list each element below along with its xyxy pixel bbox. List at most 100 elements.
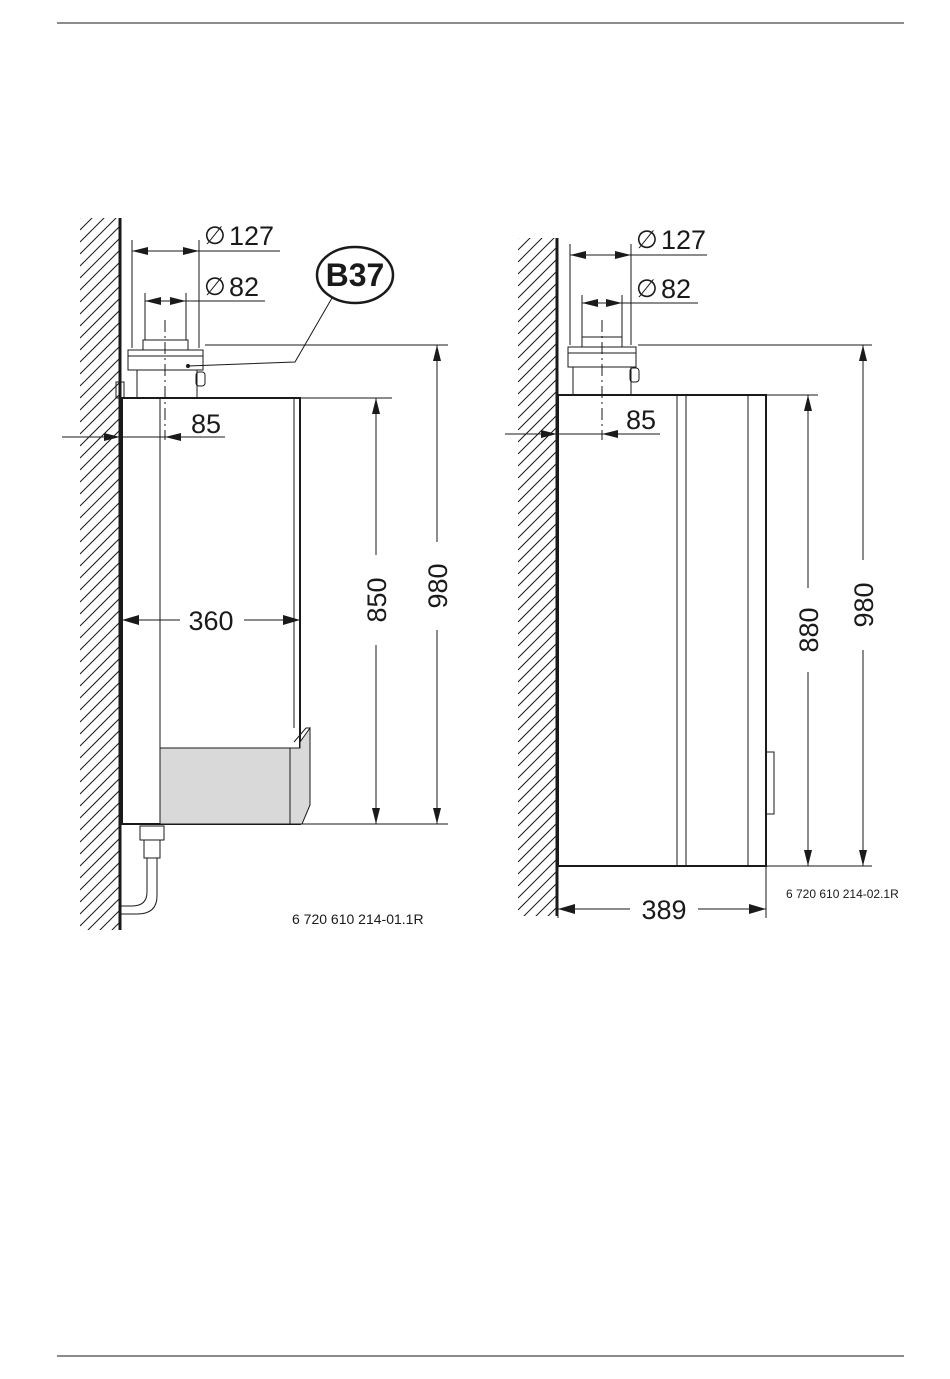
hatch-line xyxy=(518,692,556,730)
right-dia-127-label: 127 xyxy=(661,225,706,255)
hatch-line xyxy=(80,778,120,818)
hatch-line xyxy=(518,200,556,238)
hatch-line xyxy=(518,656,556,694)
hatch-line xyxy=(80,334,120,374)
right-width-389-label: 389 xyxy=(641,895,686,925)
hatch-line xyxy=(80,526,120,566)
hatch-line xyxy=(518,668,556,706)
hatch-line xyxy=(518,236,556,274)
hatch-line xyxy=(518,332,556,370)
hatch-line xyxy=(518,572,556,610)
left-ref-code: 6 720 610 214-01.1R xyxy=(292,911,424,927)
hatch-line xyxy=(80,694,120,734)
hatch-line xyxy=(80,610,120,650)
hatch-line xyxy=(518,452,556,490)
hatch-line xyxy=(518,560,556,598)
hatch-line xyxy=(80,646,120,686)
hatch-line xyxy=(518,728,556,766)
hatch-line xyxy=(80,478,120,518)
hatch-line xyxy=(518,464,556,502)
left-b37-badge: B37 xyxy=(317,247,393,303)
left-flue-pipe xyxy=(128,340,205,398)
hatch-line xyxy=(80,202,120,242)
hatch-line xyxy=(80,886,120,926)
hatch-line xyxy=(518,440,556,478)
hatch-line xyxy=(518,536,556,574)
left-side-view: ∅ 127 ∅ 82 B37 85 360 xyxy=(62,178,453,962)
hatch-line xyxy=(80,814,120,854)
right-ref-code: 6 720 610 214-02.1R xyxy=(786,887,899,901)
right-wall-hatching xyxy=(518,200,556,946)
hatch-line xyxy=(518,740,556,778)
hatch-line xyxy=(518,296,556,334)
hatch-line xyxy=(80,742,120,782)
hatch-line xyxy=(518,836,556,874)
hatch-line xyxy=(518,824,556,862)
hatch-line xyxy=(518,908,556,946)
hatch-line xyxy=(80,466,120,506)
hatch-line xyxy=(80,622,120,662)
hatch-line xyxy=(80,190,120,230)
hatch-line xyxy=(80,682,120,722)
hatch-line xyxy=(80,490,120,530)
hatch-line xyxy=(80,670,120,710)
hatch-line xyxy=(518,404,556,442)
hatch-line xyxy=(80,286,120,326)
hatch-line xyxy=(80,910,120,950)
hatch-line xyxy=(80,706,120,746)
hatch-line xyxy=(518,284,556,322)
hatch-line xyxy=(518,680,556,718)
hatch-line xyxy=(518,476,556,514)
right-dia-symbol-inner: ∅ xyxy=(636,275,658,303)
hatch-line xyxy=(80,874,120,914)
hatch-line xyxy=(80,502,120,542)
hatch-line xyxy=(518,608,556,646)
hatch-line xyxy=(518,524,556,562)
right-front-view: ∅ 127 ∅ 82 85 389 880 xyxy=(505,200,899,946)
hatch-line xyxy=(518,596,556,634)
left-appliance-body xyxy=(116,382,310,824)
hatch-line xyxy=(518,380,556,418)
left-height-980-label: 980 xyxy=(423,563,453,608)
left-wall-hatching xyxy=(80,178,120,962)
hatch-line xyxy=(80,718,120,758)
hatch-line xyxy=(518,548,556,586)
hatch-line xyxy=(80,826,120,866)
b37-label: B37 xyxy=(326,257,385,293)
left-depth-360-label: 360 xyxy=(188,606,233,636)
hatch-line xyxy=(518,488,556,526)
hatch-line xyxy=(518,212,556,250)
hatch-line xyxy=(80,238,120,278)
hatch-line xyxy=(518,764,556,802)
hatch-line xyxy=(518,704,556,742)
right-flue-pipe xyxy=(568,337,639,395)
hatch-line xyxy=(518,848,556,886)
right-offset-85-label: 85 xyxy=(626,405,656,435)
hatch-line xyxy=(518,620,556,658)
hatch-line xyxy=(80,838,120,878)
hatch-line xyxy=(518,752,556,790)
right-appliance-body xyxy=(558,395,774,866)
hatch-line xyxy=(80,574,120,614)
hatch-line xyxy=(80,310,120,350)
hatch-line xyxy=(80,598,120,638)
hatch-line xyxy=(518,776,556,814)
hatch-line xyxy=(518,356,556,394)
hatch-line xyxy=(80,658,120,698)
hatch-line xyxy=(518,584,556,622)
hatch-line xyxy=(80,454,120,494)
hatch-line xyxy=(80,214,120,254)
hatch-line xyxy=(518,368,556,406)
hatch-line xyxy=(80,322,120,362)
hatch-line xyxy=(518,896,556,934)
hatch-line xyxy=(518,716,556,754)
hatch-line xyxy=(80,262,120,302)
right-height-880-label: 880 xyxy=(794,607,824,652)
left-dia-82-label: 82 xyxy=(229,272,259,302)
hatch-line xyxy=(80,538,120,578)
hatch-line xyxy=(80,562,120,602)
left-dia-symbol-outer: ∅ xyxy=(204,222,226,250)
hatch-line xyxy=(80,550,120,590)
left-offset-85-label: 85 xyxy=(191,409,221,439)
